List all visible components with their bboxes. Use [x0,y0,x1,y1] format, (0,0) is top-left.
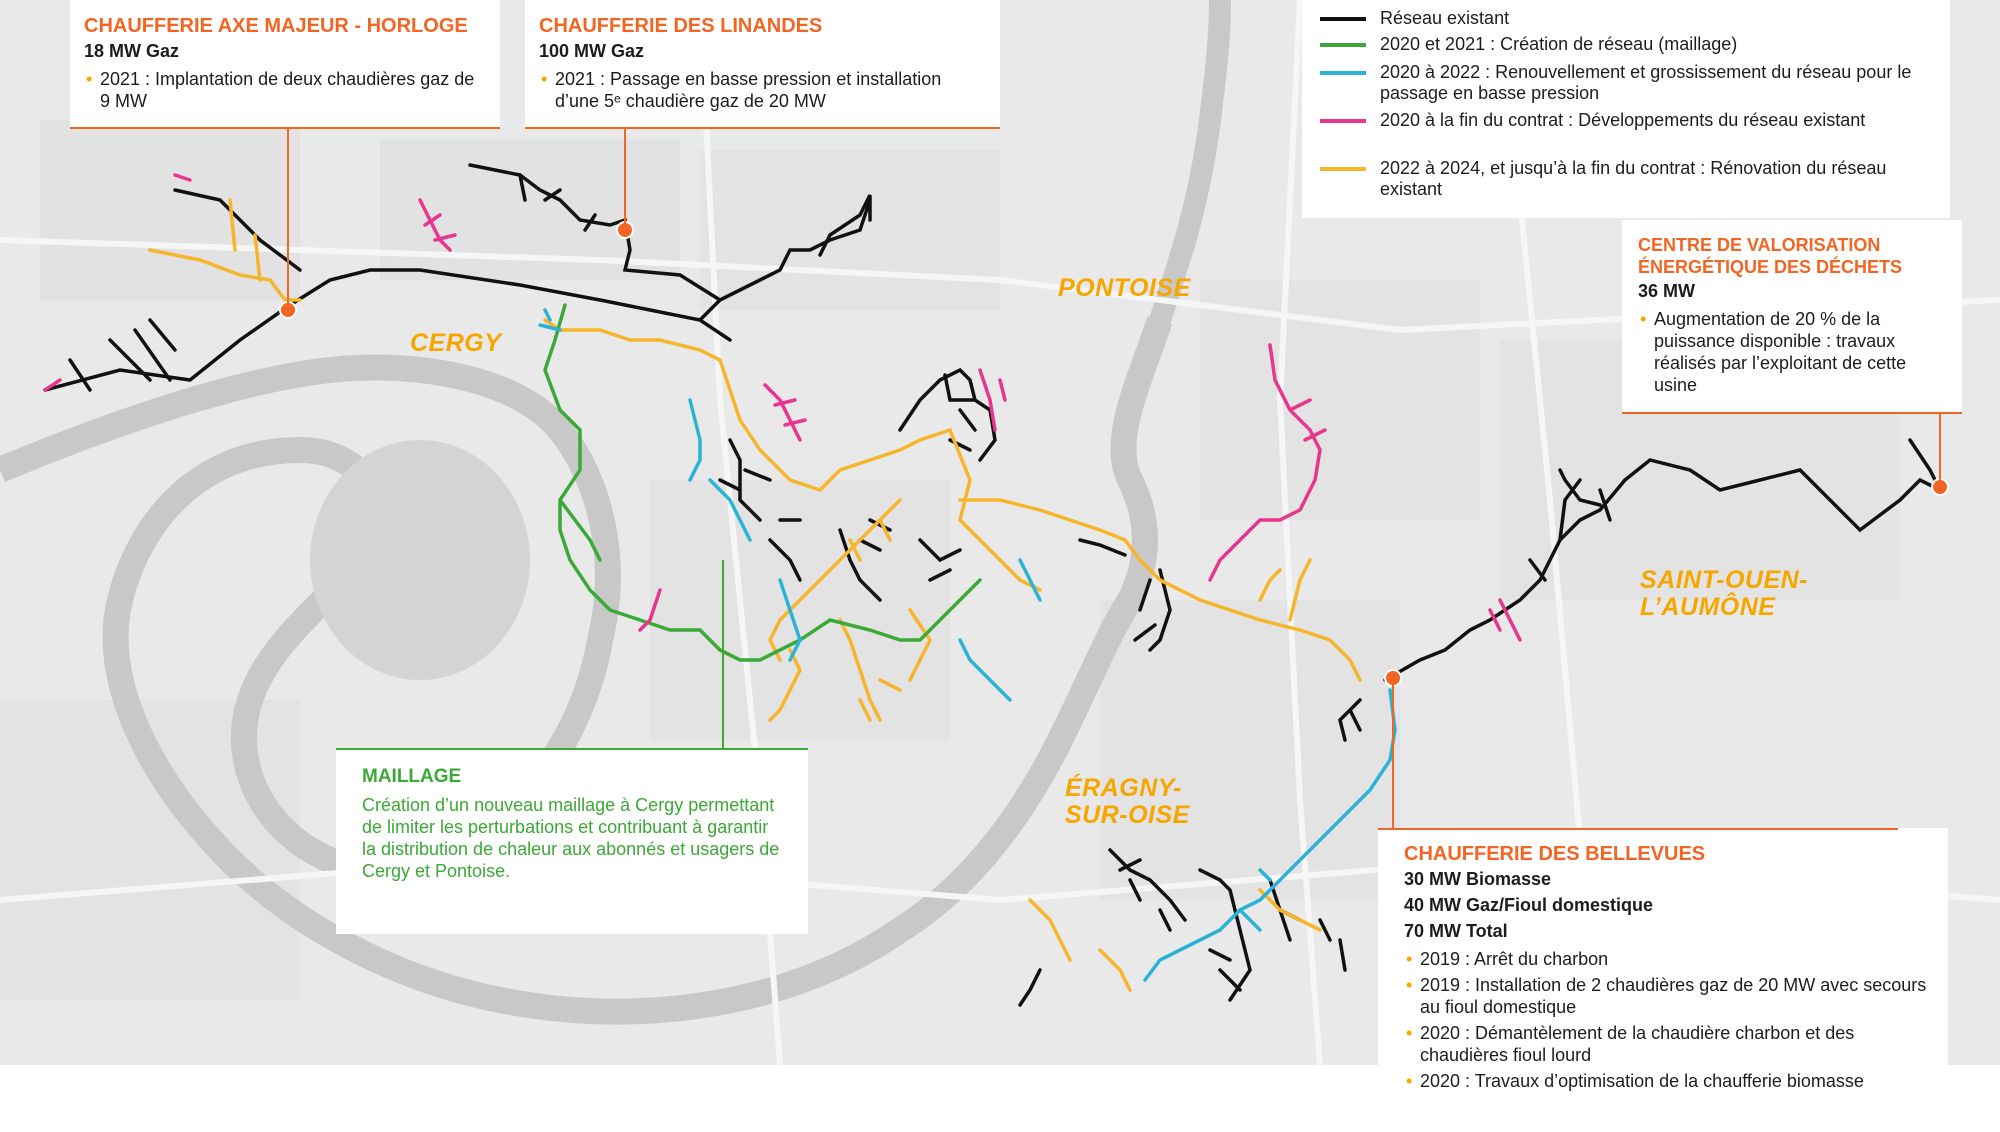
legend-label: 2022 à 2024, et jusqu’à la fin du contra… [1380,158,1887,199]
bellevues-item: •2020 : Démantèlement de la chaudière ch… [1406,1023,1855,1065]
legend-item-existing: Réseau existant [1320,8,1940,29]
bellevues-title: CHAUFFERIE DES BELLEVUES [1404,843,1706,865]
valorisation-title: CENTRE DE VALORISATION ÉNERGÉTIQUE DES D… [1638,235,1903,277]
bullet-icon: • [541,69,548,89]
renewal-network [538,308,1397,982]
lake [310,440,530,680]
city-label-pontoise: PONTOISE [1058,274,1191,302]
linandes-title: CHAUFFERIE DES LINANDES [539,15,823,37]
horloge-box: CHAUFFERIE AXE MAJEUR - HORLOGE 18 MW Ga… [70,0,500,128]
maillage-network [543,303,982,662]
bellevues-capacity-total: 70 MW Total [1404,921,1508,941]
bellevues-capacity-gaz: 40 MW Gaz/Fioul domestique [1404,895,1654,915]
legend-label: 2020 et 2021 : Création de réseau (maill… [1380,34,1738,54]
maillage-connector [722,560,724,750]
renovation-network [148,198,1362,992]
city-label-cergy: CERGY [410,329,502,357]
bellevues-item: •2019 : Arrêt du charbon [1406,949,1609,969]
legend-swatch [1320,43,1366,47]
river [0,315,1173,1025]
bullet-icon: • [1406,1071,1413,1091]
maillage-title: MAILLAGE [362,766,462,787]
existing-network [43,163,1944,1007]
legend-label: Réseau existant [1380,8,1510,28]
horloge-title: CHAUFFERIE AXE MAJEUR - HORLOGE [84,15,468,37]
maillage-rule [336,748,808,750]
legend-swatch [1320,71,1366,75]
legend-item-maillage: 2020 et 2021 : Création de réseau (maill… [1320,34,1940,55]
bellevues-connector [1392,680,1394,830]
bellevues-rule [1378,828,1898,830]
valorisation-rule [1622,412,1962,414]
urban-blocks [0,120,1900,1000]
bellevues-capacity-biomasse: 30 MW Biomasse [1404,869,1552,889]
legend-item-development: 2020 à la fin du contrat : Développement… [1320,110,1940,131]
bullet-icon: • [86,69,93,89]
horloge-rule [70,127,500,129]
bullet-icon: • [1406,1023,1413,1043]
bullet-icon: • [1406,949,1413,969]
valorisation-item: •Augmentation de 20 % de la puissance di… [1640,309,1907,395]
valorisation-connector [1939,412,1941,484]
development-network [43,173,1522,642]
linandes-connector [624,128,626,228]
maillage-text: Création d’un nouveau maillage à Cergy p… [362,795,780,881]
linandes-rule [525,127,1000,129]
city-label-eragny: ÉRAGNY- SUR-OISE [1065,774,1190,829]
bellevues-item: •2020 : Travaux d’optimisation de la cha… [1406,1071,1864,1091]
legend-swatch [1320,17,1366,21]
legend: Réseau existant 2020 et 2021 : Création … [1302,0,1950,218]
bellevues-list: •2019 : Arrêt du charbon •2019 : Install… [1404,948,1934,1092]
linandes-list: •2021 : Passage en basse pression et ins… [539,68,986,112]
legend-label: 2020 à la fin du contrat : Développement… [1380,110,1866,130]
legend-item-renewal: 2020 à 2022 : Renouvellement et grossiss… [1320,62,1940,104]
bellevues-box: CHAUFFERIE DES BELLEVUES 30 MW Biomasse … [1378,828,1948,1132]
legend-swatch [1320,167,1366,171]
valorisation-capacity: 36 MW [1638,281,1696,301]
linandes-capacity: 100 MW Gaz [539,41,645,61]
horloge-connector [287,128,289,308]
bullet-icon: • [1640,309,1647,329]
city-label-saint-ouen: SAINT-OUEN- L’AUMÔNE [1640,566,1808,621]
legend-swatch [1320,119,1366,123]
horloge-item: •2021 : Implantation de deux chaudières … [86,69,475,111]
bullet-icon: • [1406,975,1413,995]
maillage-box: MAILLAGE Création d’un nouveau maillage … [336,748,808,934]
horloge-list: •2021 : Implantation de deux chaudières … [84,68,486,112]
legend-item-renovation: 2022 à 2024, et jusqu’à la fin du contra… [1320,158,1940,200]
legend-label: 2020 à 2022 : Renouvellement et grossiss… [1380,62,1912,103]
linandes-box: CHAUFFERIE DES LINANDES 100 MW Gaz •2021… [525,0,1000,128]
valorisation-box: CENTRE DE VALORISATION ÉNERGÉTIQUE DES D… [1622,220,1962,412]
horloge-capacity: 18 MW Gaz [84,41,180,61]
linandes-item: •2021 : Passage en basse pression et ins… [541,69,942,111]
bellevues-item: •2019 : Installation de 2 chaudières gaz… [1406,975,1927,1017]
valorisation-list: •Augmentation de 20 % de la puissance di… [1638,308,1948,396]
